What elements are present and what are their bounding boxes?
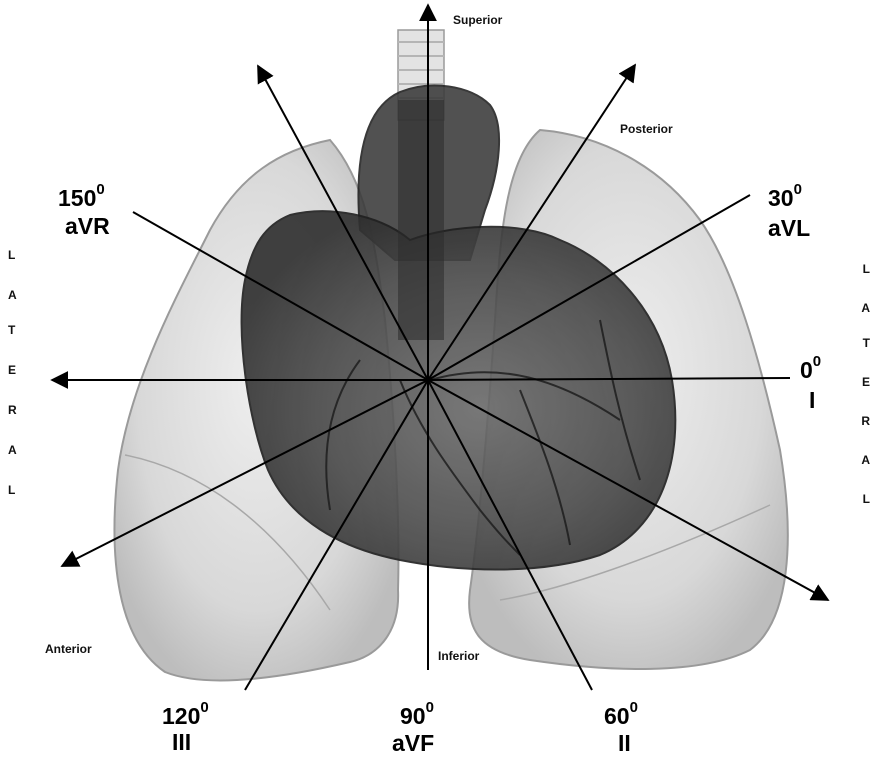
svg-text:300: 300 bbox=[768, 181, 802, 211]
lateral-left-letter: E bbox=[8, 363, 16, 377]
lead-i-angle: 0 bbox=[800, 357, 813, 383]
lateral-left-letter: L bbox=[8, 483, 15, 497]
lead-avl-name: aVL bbox=[768, 215, 810, 241]
lead-label-iii: 1200 III bbox=[162, 699, 209, 755]
lead-ii-angle: 60 bbox=[604, 703, 630, 729]
lead-avr-degree: 0 bbox=[96, 181, 104, 198]
lateral-left-letter: R bbox=[8, 403, 17, 417]
lead-avl-angle: 30 bbox=[768, 185, 794, 211]
lead-avr-angle: 150 bbox=[58, 185, 96, 211]
label-superior: Superior bbox=[453, 13, 503, 27]
label-inferior: Inferior bbox=[438, 649, 480, 663]
lateral-left-letter: L bbox=[8, 248, 15, 262]
lead-avf-angle: 90 bbox=[400, 703, 426, 729]
lead-i-degree: 0 bbox=[813, 353, 821, 370]
lateral-right-letter: A bbox=[861, 301, 870, 315]
lead-ii-name: II bbox=[618, 730, 631, 756]
lead-label-i: 00 I bbox=[800, 353, 821, 413]
svg-text:00: 00 bbox=[800, 353, 821, 383]
lead-label-ii: 600 II bbox=[604, 699, 638, 756]
lateral-right-letter: A bbox=[861, 453, 870, 467]
svg-text:600: 600 bbox=[604, 699, 638, 729]
lateral-right: L A T E R A L bbox=[861, 262, 870, 506]
lateral-right-letter: R bbox=[861, 414, 870, 428]
lateral-left-letter: T bbox=[8, 323, 16, 337]
lead-iii-name: III bbox=[172, 729, 191, 755]
lead-iii-degree: 0 bbox=[200, 699, 208, 716]
lead-i-name: I bbox=[809, 387, 815, 413]
lateral-right-letter: L bbox=[863, 492, 870, 506]
label-posterior: Posterior bbox=[620, 122, 673, 136]
lead-avf-name: aVF bbox=[392, 730, 434, 756]
svg-text:900: 900 bbox=[400, 699, 434, 729]
label-anterior: Anterior bbox=[45, 642, 92, 656]
lateral-right-letter: E bbox=[862, 375, 870, 389]
lead-avf-degree: 0 bbox=[426, 699, 434, 716]
trachea-overlay bbox=[398, 100, 444, 340]
lateral-left-letter: A bbox=[8, 443, 17, 457]
lead-label-avr: 1500 aVR bbox=[58, 181, 110, 239]
svg-text:1500: 1500 bbox=[58, 181, 105, 211]
lead-iii-angle: 120 bbox=[162, 703, 200, 729]
lateral-right-letter: T bbox=[863, 336, 871, 350]
lead-label-avf: 900 aVF bbox=[392, 699, 434, 756]
svg-text:1200: 1200 bbox=[162, 699, 209, 729]
lateral-left: L A T E R A L bbox=[8, 248, 17, 497]
lateral-right-letter: L bbox=[863, 262, 870, 276]
lead-ii-degree: 0 bbox=[630, 699, 638, 716]
lateral-left-letter: A bbox=[8, 288, 17, 302]
lead-label-avl: 300 aVL bbox=[768, 181, 810, 241]
lead-avl-degree: 0 bbox=[794, 181, 802, 198]
lead-avr-name: aVR bbox=[65, 213, 110, 239]
